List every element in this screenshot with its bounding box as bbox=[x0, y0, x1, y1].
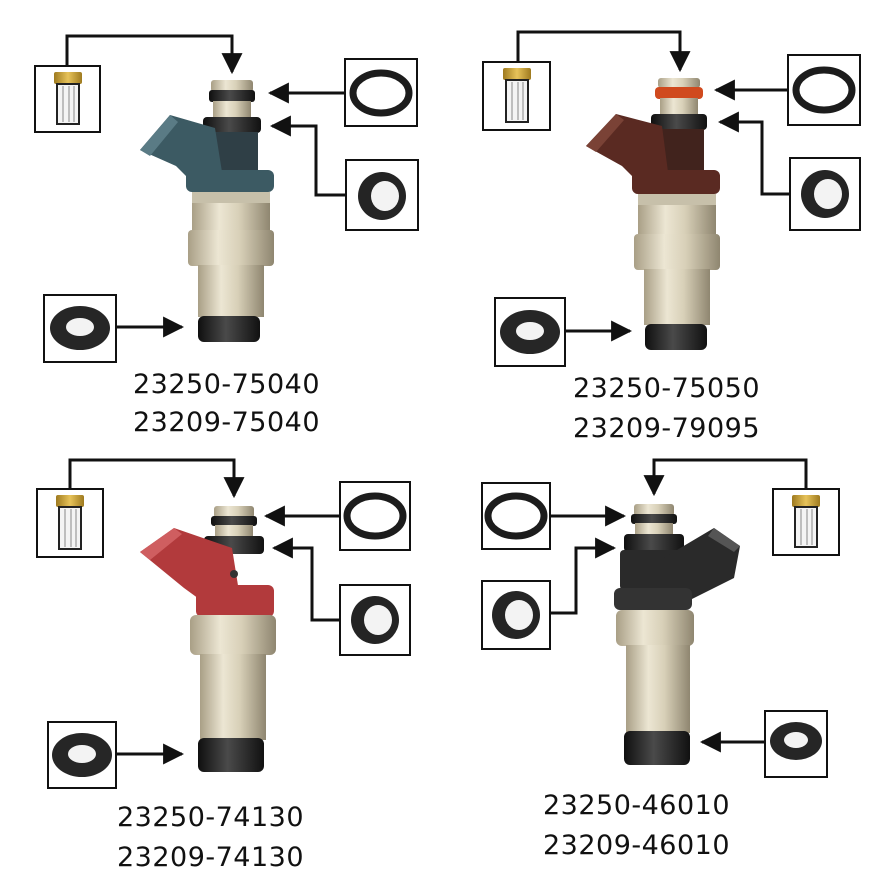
part-number-secondary: 23209-46010 bbox=[543, 830, 730, 861]
lower-seal-thumbnail bbox=[494, 297, 566, 367]
part-number-primary: 23250-75050 bbox=[573, 373, 760, 404]
part-number-primary: 23250-46010 bbox=[543, 790, 730, 821]
filter-arrow bbox=[643, 458, 808, 497]
panel-2: 23250-75050 23209-79095 bbox=[482, 30, 861, 444]
panel-4: 23250-46010 23209-46010 bbox=[481, 458, 840, 861]
upper-grommet-thumbnail bbox=[481, 580, 551, 650]
filter-arrow bbox=[516, 30, 691, 73]
upper-grommet-thumbnail bbox=[339, 584, 411, 656]
filter-basket-thumbnail bbox=[482, 61, 551, 131]
filter-arrow bbox=[65, 34, 243, 75]
grommet-arrow bbox=[269, 115, 346, 197]
fuel-injector bbox=[140, 80, 274, 342]
panel-3: 23250-74130 23209-74130 bbox=[36, 458, 411, 873]
lower-seal-thumbnail bbox=[43, 294, 117, 363]
upper-o-ring-thumbnail bbox=[787, 54, 861, 126]
lower-seal-thumbnail bbox=[764, 710, 828, 778]
filter-basket-thumbnail bbox=[36, 488, 104, 558]
fuel-injector bbox=[140, 506, 276, 772]
part-number-secondary: 23209-74130 bbox=[117, 842, 304, 873]
fuel-injector bbox=[586, 78, 720, 350]
upper-o-ring-thumbnail bbox=[344, 58, 418, 127]
filter-basket-thumbnail bbox=[34, 65, 101, 133]
part-number-secondary: 23209-75040 bbox=[133, 407, 320, 438]
part-number-primary: 23250-74130 bbox=[117, 802, 304, 833]
grommet-arrow bbox=[271, 537, 340, 622]
grommet-arrow bbox=[717, 111, 790, 196]
upper-o-ring-thumbnail bbox=[481, 482, 551, 550]
filter-arrow bbox=[68, 458, 245, 499]
lower-seal-thumbnail bbox=[47, 721, 117, 789]
filter-basket-thumbnail bbox=[772, 488, 840, 556]
upper-grommet-thumbnail bbox=[345, 159, 419, 231]
upper-o-ring-thumbnail bbox=[339, 481, 411, 551]
upper-grommet-thumbnail bbox=[789, 157, 861, 231]
grommet-arrow bbox=[550, 537, 617, 615]
part-number-secondary: 23209-79095 bbox=[573, 413, 760, 444]
fuel-injector bbox=[614, 504, 740, 765]
part-number-primary: 23250-75040 bbox=[133, 369, 320, 400]
panel-1: 23250-75040 23209-75040 bbox=[34, 34, 419, 438]
